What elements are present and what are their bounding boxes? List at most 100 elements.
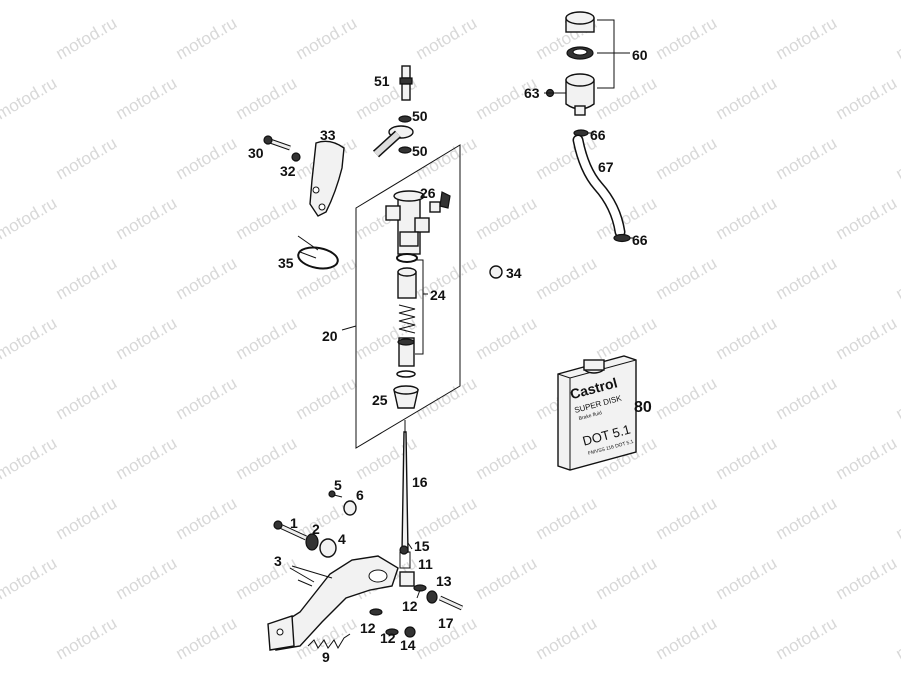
label-5: 5	[334, 477, 342, 493]
label-12b: 12	[360, 620, 376, 636]
watermark-text: motod.ru	[113, 0, 181, 3]
part-labels: 1 2 3 4 5 6 9 11 12 12 12 13 14 15 16 17…	[248, 47, 652, 665]
watermark-text: motod.ru	[173, 133, 241, 183]
label-34: 34	[506, 265, 522, 281]
watermark-text: motod.ru	[713, 73, 781, 123]
label-20: 20	[322, 328, 338, 344]
watermark-text: motod.ru	[0, 553, 60, 603]
watermark-text: motod.ru	[713, 433, 781, 483]
label-80: 80	[634, 399, 652, 416]
label-30: 30	[248, 145, 264, 161]
leader-lines	[291, 92, 556, 599]
watermark-text: motod.ru	[353, 433, 421, 483]
watermark-text: motod.ru	[113, 433, 181, 483]
watermark-text: motod.ru	[413, 373, 481, 423]
upper-left-parts	[263, 135, 345, 270]
watermark-text: motod.ru	[653, 613, 721, 663]
watermark-text: motod.ru	[233, 73, 301, 123]
label-6: 6	[356, 487, 364, 503]
watermark-text: motod.ru	[413, 13, 481, 63]
master-cylinder-assembly	[341, 144, 461, 449]
banjo-fittings	[372, 65, 414, 158]
watermark-text: motod.ru	[653, 253, 721, 303]
watermark-text: motod.ru	[773, 613, 841, 663]
watermark-text: motod.ru	[233, 433, 301, 483]
watermark-text: motod.ru	[833, 73, 901, 123]
watermark-text: motod.ru	[53, 253, 121, 303]
label-24: 24	[430, 287, 446, 303]
watermark-text: motod.ru	[713, 313, 781, 363]
watermark-text: motod.ru	[293, 373, 361, 423]
watermark-text: motod.ru	[593, 73, 661, 123]
label-25: 25	[372, 392, 388, 408]
watermark-text: motod.ru	[653, 493, 721, 543]
label-12a: 12	[402, 598, 418, 614]
watermark-text: motod.ru	[473, 313, 541, 363]
watermark-text: motod.ru	[53, 133, 121, 183]
watermark-text: motod.ru	[833, 0, 901, 3]
reservoir-assembly	[544, 11, 634, 243]
brake-fluid-can: Castrol SUPER DISK Brake fluid DOT 5.1 F…	[557, 355, 637, 471]
watermark-text: motod.ru	[473, 433, 541, 483]
label-66a: 66	[590, 127, 606, 143]
watermark-text: motod.ru	[893, 133, 901, 183]
label-13: 13	[436, 573, 452, 589]
watermark-text: motod.ru	[233, 553, 301, 603]
watermark-text: motod.ru	[653, 133, 721, 183]
label-60: 60	[632, 47, 648, 63]
label-63: 63	[524, 85, 540, 101]
brake-pedal	[267, 490, 464, 651]
watermark-text: motod.ru	[233, 0, 301, 3]
watermark-text: motod.ru	[713, 193, 781, 243]
watermark-text: motod.ru	[0, 433, 60, 483]
watermark-text: motod.ru	[113, 553, 181, 603]
watermark-text: motod.ru	[53, 373, 121, 423]
label-17: 17	[438, 615, 454, 631]
watermark-text: motod.ru	[593, 553, 661, 603]
watermark-text: motod.ru	[53, 613, 121, 663]
watermark-text: motod.ru	[173, 493, 241, 543]
watermark-text: motod.ru	[533, 613, 601, 663]
watermark-text: motod.ru	[833, 193, 901, 243]
watermark-text: motod.ru	[533, 493, 601, 543]
label-9: 9	[322, 649, 330, 665]
watermark-text: motod.ru	[413, 493, 481, 543]
label-1: 1	[290, 515, 298, 531]
label-12c: 12	[380, 630, 396, 646]
watermark-text: motod.ru	[353, 0, 421, 3]
watermark-text: motod.ru	[593, 0, 661, 3]
watermark-text: motod.ru	[233, 193, 301, 243]
watermark-text: motod.ru	[773, 373, 841, 423]
label-50b: 50	[412, 143, 428, 159]
watermark-text: motod.ru	[473, 553, 541, 603]
can-subtitle: Brake fluid	[578, 410, 603, 422]
label-15: 15	[414, 538, 430, 554]
label-2: 2	[312, 521, 320, 537]
label-16: 16	[412, 474, 428, 490]
watermark-text: motod.ru	[173, 373, 241, 423]
watermark-text: motod.ru	[293, 13, 361, 63]
label-11: 11	[418, 556, 433, 572]
watermark-text: motod.ru	[713, 553, 781, 603]
watermark-text: motod.ru	[833, 313, 901, 363]
watermark-text: motod.ru	[113, 313, 181, 363]
watermark-text: motod.ru	[533, 253, 601, 303]
watermark-text: motod.ru	[653, 373, 721, 423]
watermark-text: motod.ru	[173, 253, 241, 303]
label-3: 3	[274, 553, 282, 569]
watermark-text: motod.ru	[113, 73, 181, 123]
watermark-text: motod.ru	[893, 613, 901, 663]
label-26: 26	[420, 185, 436, 201]
label-33: 33	[320, 127, 336, 143]
watermark-text: motod.ru	[893, 13, 901, 63]
watermark-text: motod.ru	[773, 253, 841, 303]
watermark-text: motod.ru	[173, 613, 241, 663]
label-32: 32	[280, 163, 296, 179]
label-51: 51	[374, 73, 390, 89]
nut-34	[489, 265, 503, 279]
watermark-text: motod.ru	[593, 313, 661, 363]
label-50a: 50	[412, 108, 428, 124]
watermark-text: motod.ru	[893, 493, 901, 543]
